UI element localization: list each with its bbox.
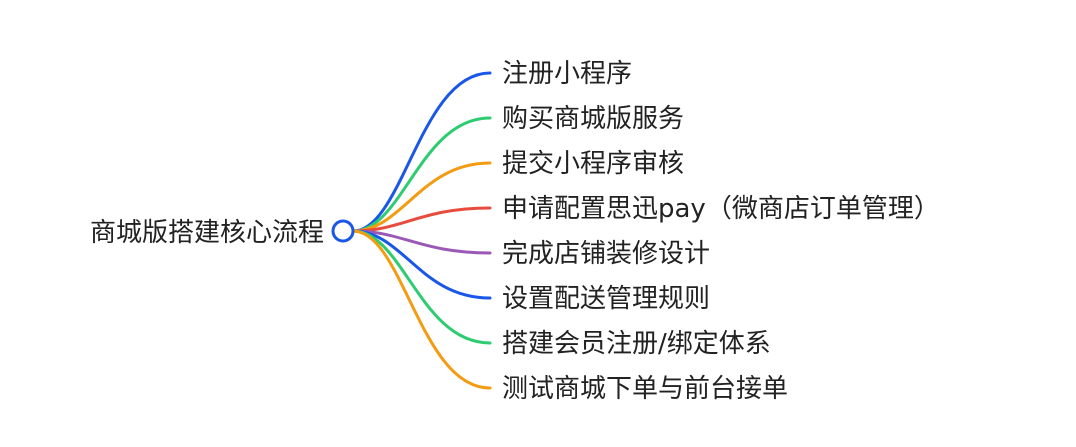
root-node-circle[interactable] (331, 219, 355, 243)
branch-label-4[interactable]: 申请配置思迅pay（微商店订单管理） (502, 194, 940, 224)
branch-edge-8 (351, 229, 492, 390)
branch-label-8[interactable]: 测试商城下单与前台接单 (502, 374, 788, 404)
branch-label-3[interactable]: 提交小程序审核 (502, 149, 684, 179)
root-label: 商城版搭建核心流程 (90, 218, 324, 248)
branch-label-1[interactable]: 注册小程序 (502, 59, 632, 89)
branch-edges (351, 71, 492, 390)
branch-label-5[interactable]: 完成店铺装修设计 (502, 239, 710, 269)
branch-edge-7 (351, 229, 492, 345)
branch-edge-3 (351, 161, 492, 233)
branch-edge-5 (351, 229, 492, 255)
branch-label-2[interactable]: 购买商城版服务 (502, 104, 684, 134)
branch-edge-4 (351, 206, 492, 233)
branch-edge-2 (351, 116, 492, 233)
branch-label-6[interactable]: 设置配送管理规则 (502, 284, 710, 314)
branch-edge-1 (351, 71, 492, 233)
branch-label-7[interactable]: 搭建会员注册/绑定体系 (502, 329, 771, 359)
